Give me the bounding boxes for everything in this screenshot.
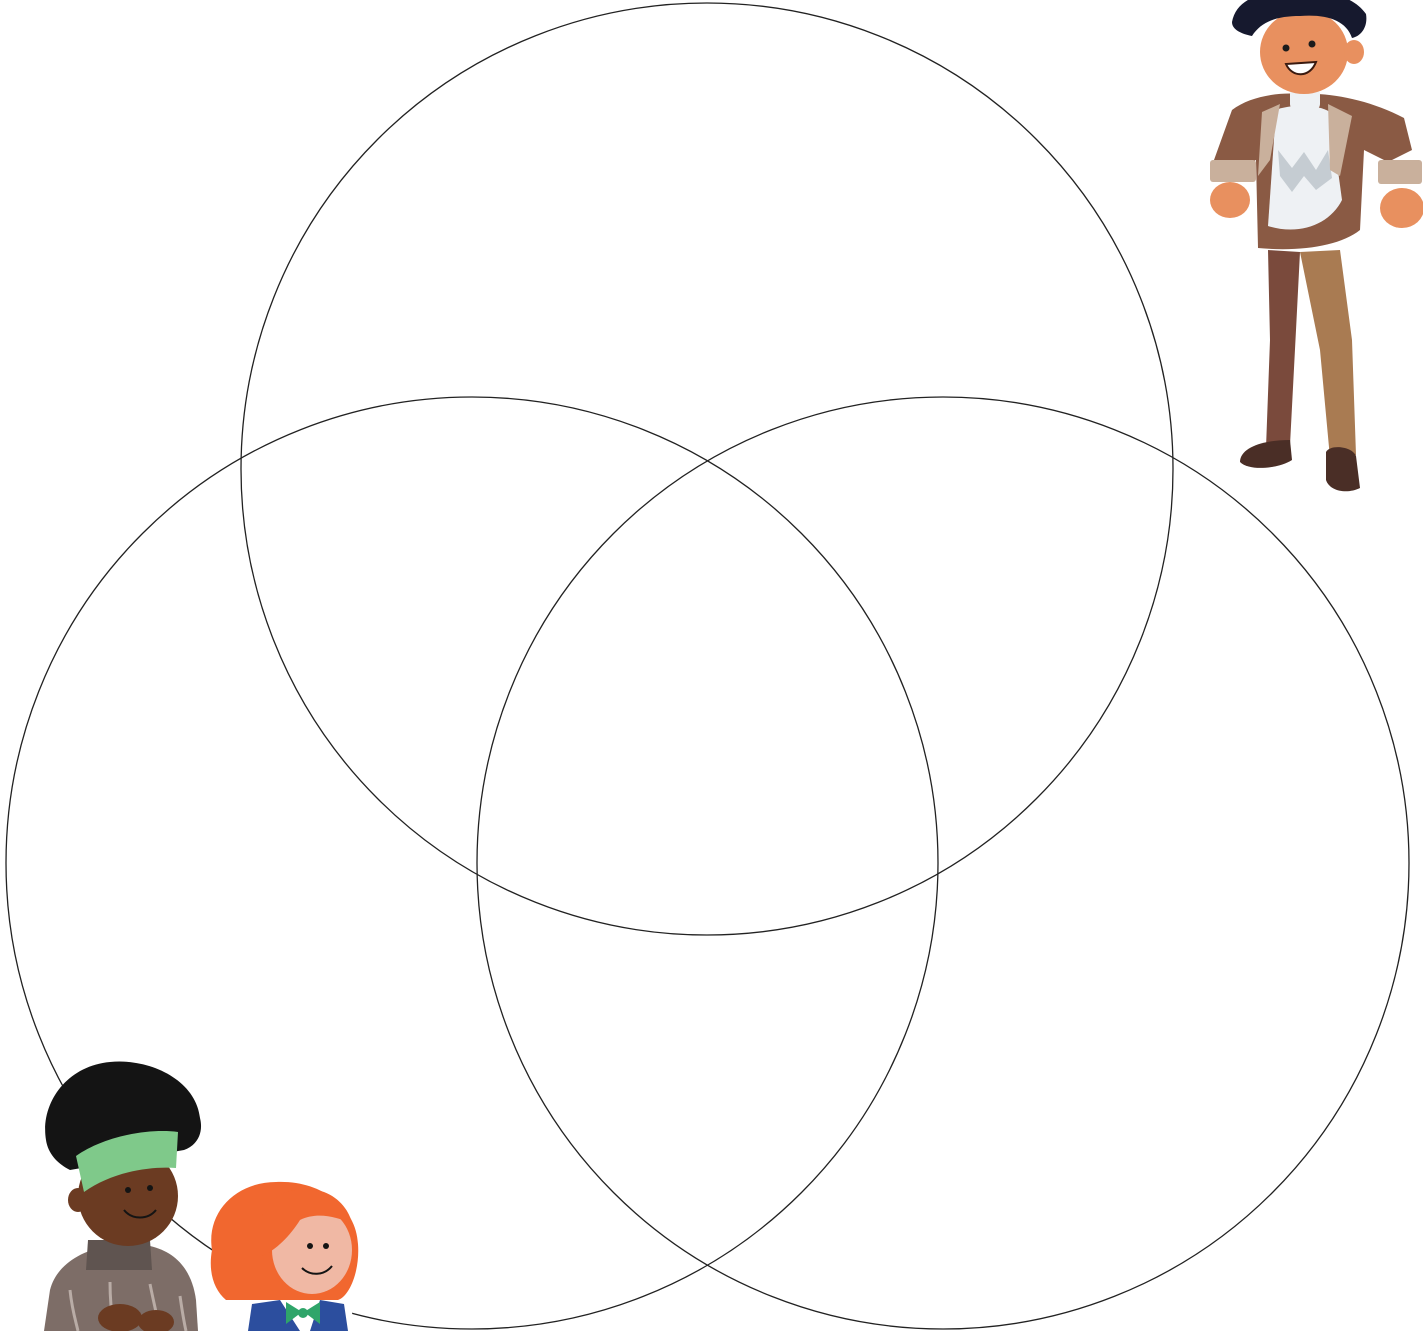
woman-illustration bbox=[44, 1062, 201, 1331]
venn-circle-right bbox=[477, 397, 1409, 1329]
man-illustration bbox=[1210, 0, 1423, 491]
venn-circle-top bbox=[241, 3, 1173, 935]
venn-circles bbox=[6, 3, 1409, 1329]
girl-illustration bbox=[211, 1182, 358, 1331]
